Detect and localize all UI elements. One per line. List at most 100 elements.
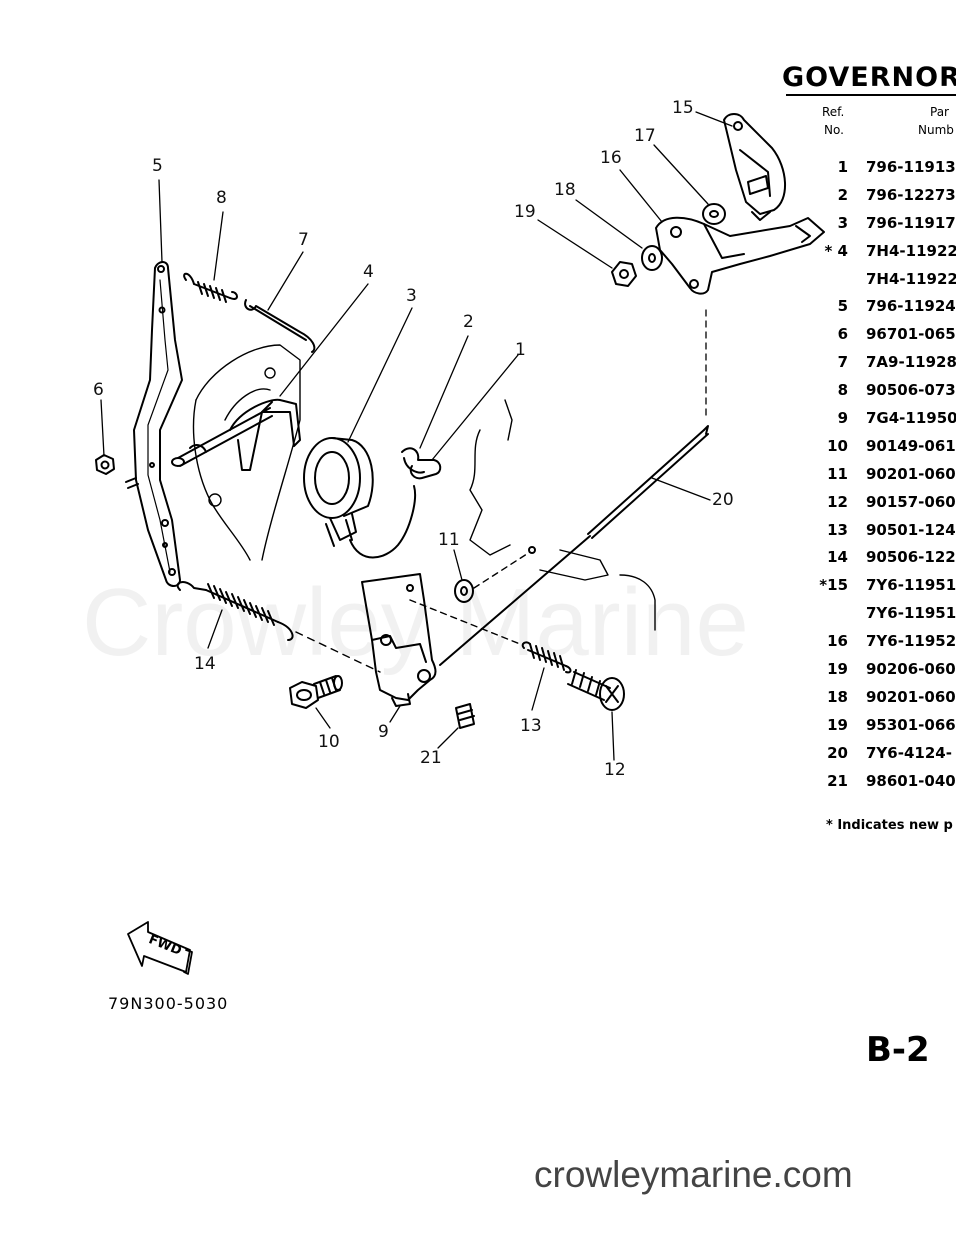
ref-number: 6 — [837, 325, 848, 344]
callout-3: 3 — [406, 286, 417, 306]
page-title: GOVERNOR — [782, 62, 956, 93]
part-number: 95301-066 — [866, 715, 956, 734]
part-header-line2: Numb — [918, 123, 954, 137]
list-item: 11 90201-060 — [800, 461, 956, 489]
list-item: 7H4-11922 — [800, 266, 956, 294]
ref-number: 20 — [827, 743, 848, 762]
part-6-stud — [125, 477, 139, 489]
ref-number: 18 — [827, 687, 848, 706]
part-10-bolt — [289, 675, 343, 709]
list-item: 21 98601-040 — [800, 768, 956, 796]
list-item: 19 90206-060 — [800, 656, 956, 684]
part-number: 7Y6-4124- — [866, 743, 952, 762]
ref-number: 11 — [827, 464, 848, 483]
callout-13: 13 — [520, 716, 542, 736]
part-17-washer — [702, 203, 726, 225]
part-number: 796-12273 — [866, 185, 956, 204]
ref-number: 1 — [837, 158, 848, 176]
part-number: 7Y6-11951 — [866, 576, 956, 595]
page-number: B-2 — [866, 1030, 930, 1070]
callout-18: 18 — [554, 180, 576, 200]
part-number: 796-11924 — [866, 297, 956, 316]
ref-number: 9 — [837, 409, 848, 428]
part-4-governor-shaft — [171, 398, 301, 471]
part-number: 7G4-11950 — [866, 409, 956, 428]
callout-5: 5 — [152, 156, 163, 176]
callout-10: 10 — [318, 732, 340, 752]
part-9-bracket — [361, 573, 437, 707]
part-number: 7Y6-11952 — [866, 632, 956, 651]
part-header-line1: Par — [930, 105, 949, 119]
ref-number: 5 — [837, 297, 848, 316]
site-url: crowleymarine.com — [534, 1154, 853, 1195]
part-number: 98601-040 — [866, 771, 956, 790]
part-1-2-clip-wire — [349, 447, 442, 559]
part-18-washer — [641, 245, 663, 271]
drawing-number: 79N300-5030 — [108, 994, 229, 1013]
callout-4: 4 — [363, 262, 374, 282]
callout-15: 15 — [672, 98, 694, 118]
list-item: *15 7Y6-11951 — [800, 572, 956, 600]
part-number: 90506-073 — [866, 381, 956, 400]
list-item: 7Y6-11951 — [800, 600, 956, 628]
part-number: 90157-060 — [866, 492, 956, 511]
list-item: 20 7Y6-4124- — [800, 740, 956, 768]
part-13-spring — [409, 599, 572, 674]
part-20-link-rod — [439, 309, 709, 666]
part-number: 90506-122 — [866, 548, 956, 567]
ref-number: 21 — [827, 771, 848, 790]
part-21-screw — [455, 703, 475, 729]
part-11-washer — [454, 579, 474, 603]
ref-number: 2 — [837, 185, 848, 204]
callout-20: 20 — [712, 490, 734, 510]
callout-2: 2 — [463, 312, 474, 332]
part-19-nut — [611, 261, 637, 287]
part-number: 90206-060 — [866, 660, 956, 679]
list-item: * 4 7H4-11922 — [800, 238, 956, 266]
part-number: 90501-124 — [866, 520, 956, 539]
ref-number: 14 — [827, 548, 848, 567]
engine-block-outline — [192, 344, 656, 631]
part-6-nut — [95, 454, 115, 475]
part-number: 90201-060 — [866, 464, 956, 483]
part-number: 90149-061 — [866, 436, 956, 455]
callout-6: 6 — [93, 380, 104, 400]
part-number: 96701-065 — [866, 325, 956, 344]
part-5-governor-lever — [133, 261, 183, 587]
part-15-bracket — [723, 113, 787, 221]
callout-7: 7 — [298, 230, 309, 250]
part-16-cam-lever — [655, 216, 825, 295]
list-item: 8 90506-073 — [800, 377, 956, 405]
list-item: 2 796-12273 — [800, 182, 956, 210]
part-number: 796-11917 — [866, 213, 956, 232]
ref-number: *15 — [819, 576, 848, 595]
ref-number: 19 — [827, 715, 848, 734]
part-number: 7H4-11922 — [866, 241, 956, 260]
list-item: 5 796-11924 — [800, 293, 956, 321]
ref-number: 8 — [837, 381, 848, 400]
list-item: 1 796-11913- — [800, 154, 956, 182]
callout-12: 12 — [604, 760, 626, 780]
footnote: * Indicates new p — [826, 818, 953, 833]
list-item: 19 95301-066 — [800, 712, 956, 740]
part-number: 7H4-11922 — [866, 269, 956, 288]
ref-number: * 4 — [824, 241, 848, 260]
callout-1: 1 — [515, 340, 526, 360]
part-number: 7A9-11928 — [866, 353, 956, 372]
callout-21: 21 — [420, 748, 442, 768]
ref-number: 19 — [827, 660, 848, 679]
list-item: 14 90506-122 — [800, 544, 956, 572]
ref-number: 10 — [827, 436, 848, 455]
callout-8: 8 — [216, 188, 227, 208]
part-8-spring — [183, 272, 238, 303]
part-number: 796-11913- — [866, 158, 956, 176]
part-14-spring — [176, 581, 381, 673]
list-item: 10 90149-061 — [800, 433, 956, 461]
